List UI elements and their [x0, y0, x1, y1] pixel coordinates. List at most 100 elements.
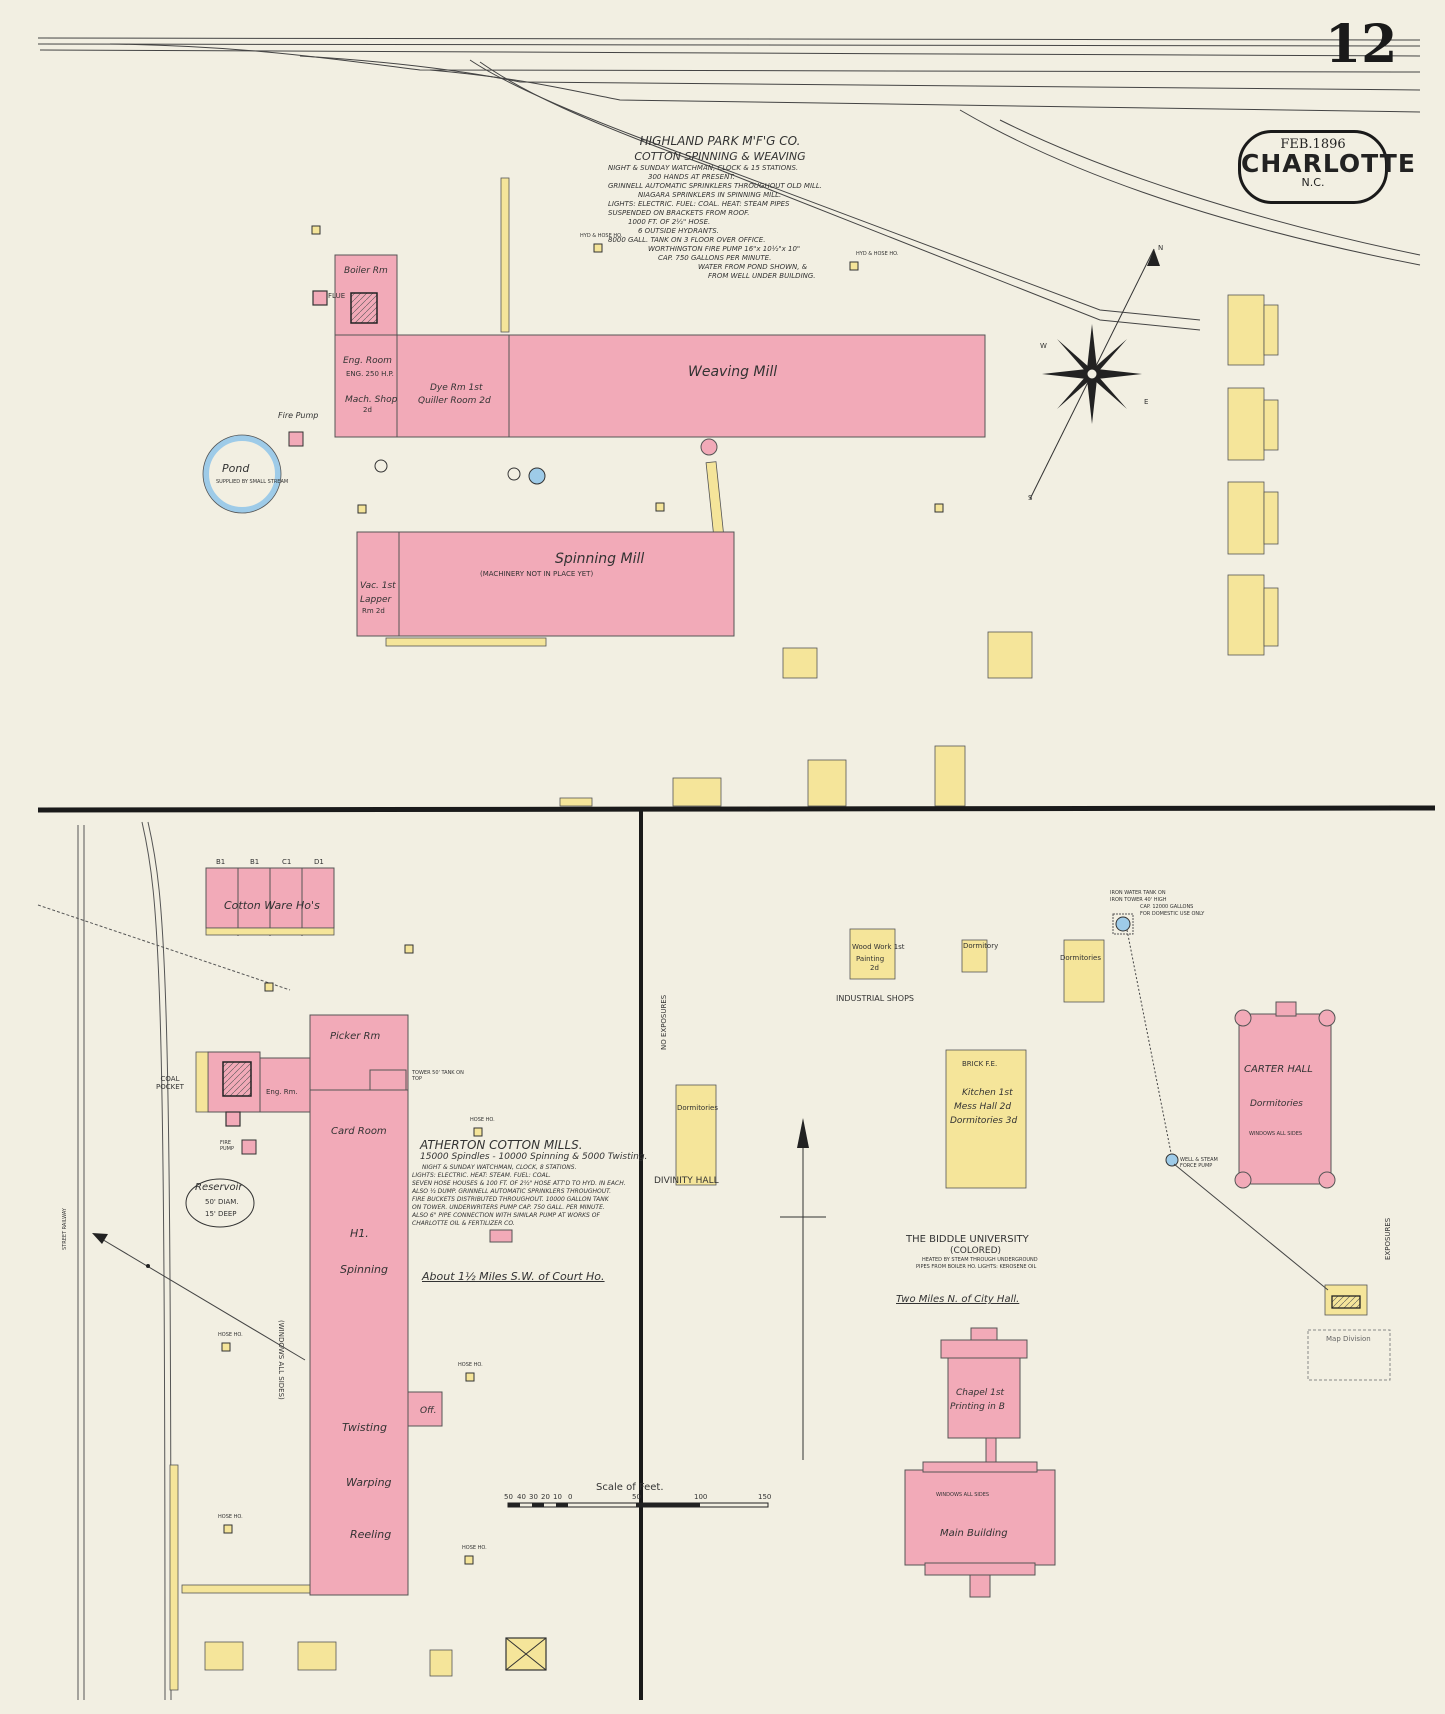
weaving-mill-label: Weaving Mill	[688, 364, 778, 380]
boiler-room-label: Boiler Rm	[344, 266, 388, 276]
hose-house	[849, 261, 859, 271]
flue-label: FLUE	[328, 292, 346, 300]
dye-house	[396, 334, 510, 438]
reservoir-diameter: 50' DIAM.	[205, 1198, 239, 1206]
hose-house-label: HYD & HOSE HO.	[856, 251, 899, 257]
coal-pocket-label: COAL POCKET	[156, 1075, 184, 1091]
direction-arrow	[92, 1233, 306, 1361]
fire-pump-house	[288, 431, 304, 447]
chapel	[940, 1327, 1028, 1471]
yellow-strip	[169, 1464, 179, 1691]
cotton-warehouse-label: Cotton Ware Ho's	[224, 899, 320, 912]
scale-tick-0: 0	[568, 1493, 573, 1501]
lapper-label-2: Lapper	[360, 595, 392, 605]
section-divider	[37, 805, 1436, 813]
scale-tick-100: 100	[694, 1493, 708, 1501]
dormitories-3d-label: Dormitories 3d	[950, 1116, 1018, 1126]
no-exposures-label: NO EXPOSURES	[660, 994, 668, 1050]
hose-house	[655, 502, 665, 512]
biddle-heating-1: HEATED BY STEAM THROUGH UNDERGROUND	[922, 1257, 1038, 1263]
reservoir-depth: 15' DEEP	[205, 1210, 237, 1218]
scale-tick-150: 150	[758, 1493, 772, 1501]
highland-title: HIGHLAND PARK M'F'G CO.	[639, 134, 801, 148]
cotton-warehouses	[205, 867, 335, 936]
hose-house	[311, 225, 321, 235]
fire-pump-house	[241, 1139, 257, 1155]
main-building-label: Main Building	[940, 1528, 1008, 1539]
flue-stack	[312, 290, 328, 306]
spinning-mill-label: Spinning Mill	[555, 551, 645, 567]
office-label: Off.	[420, 1406, 437, 1416]
boiler	[222, 1061, 252, 1097]
city-name: CHARLOTTE	[1241, 149, 1416, 178]
picker-room-label: Picker Rm	[330, 1031, 381, 1042]
well-pump-label: WELL & STEAM FORCE PUMP	[1180, 1157, 1218, 1169]
sheet-number: 12	[1325, 14, 1398, 75]
brick-fe-label: BRICK F.E.	[962, 1060, 998, 1068]
carter-dormitories: Dormitories	[1250, 1099, 1303, 1109]
carter-hall-label: CARTER HALL	[1244, 1064, 1313, 1075]
machine-shop-label: Mach. Shop	[345, 395, 398, 405]
scale-tick-20: 20	[541, 1493, 550, 1501]
printing-label: Printing in B	[950, 1402, 1005, 1412]
water-tank-note-2: IRON TOWER 40' HIGH	[1110, 897, 1167, 903]
machine-shop-floor: 2d	[363, 406, 372, 414]
spinning-mill-note: (MACHINERY NOT IN PLACE YET)	[480, 570, 594, 578]
hose-house	[934, 503, 944, 513]
biddle-location: Two Miles N. of City Hall.	[896, 1294, 1020, 1305]
small-dwellings	[559, 631, 1033, 807]
ice-house	[505, 1637, 547, 1671]
atherton-location: About 1½ Miles S.W. of Court Ho.	[422, 1270, 605, 1283]
pond-outline	[202, 434, 282, 514]
street-railway-label: STREET RAILWAY	[62, 1208, 68, 1250]
highland-notes: NIGHT & SUNDAY WATCHMAN, CLOCK & 15 STAT…	[608, 164, 823, 280]
windows-all-sides: (WINDOWS ALL SIDES)	[277, 1320, 285, 1400]
painting-label: Painting	[856, 955, 885, 963]
exposures-label: EXPOSURES	[1384, 1217, 1392, 1260]
atherton-railroad	[37, 821, 291, 1701]
dust-tower-label: TOWER 50' TANK ON TOP	[412, 1070, 464, 1082]
compass-w: W	[1040, 342, 1047, 350]
atherton-main-mill	[309, 1089, 409, 1596]
engine-hp-label: ENG. 250 H.P.	[346, 370, 394, 378]
yellow-strip	[500, 177, 510, 333]
compass-s: S	[1028, 494, 1033, 502]
mess-hall-label: Mess Hall 2d	[954, 1102, 1012, 1112]
hose-ho-label: HOSE HO.	[470, 1117, 495, 1123]
yellow-strip	[705, 461, 725, 543]
pond-label: Pond	[222, 462, 250, 475]
state-name: N.C.	[1301, 176, 1325, 189]
engine-room	[259, 1057, 311, 1113]
sheet-date: FEB.1896	[1280, 137, 1346, 152]
compass-e: E	[1144, 398, 1149, 406]
biddle-boiler	[1331, 1295, 1361, 1309]
warehouse-label-c1: C1	[282, 858, 292, 866]
stamp-text: Map Division	[1326, 1335, 1371, 1343]
kitchen-label: Kitchen 1st	[962, 1088, 1013, 1098]
scale-tick-50l: 50	[504, 1493, 513, 1501]
atherton-spindles: 15000 Spindles - 10000 Spinning & 5000 T…	[420, 1152, 648, 1162]
hose-house	[593, 243, 603, 253]
biddle-colored: (COLORED)	[950, 1246, 1002, 1256]
hose-house	[357, 504, 367, 514]
pond-note: SUPPLIED BY SMALL STREAM	[216, 479, 289, 485]
engine-room-label: Eng. Room	[343, 356, 392, 366]
divinity-hall-label: DIVINITY HALL	[654, 1176, 719, 1186]
flue-stack	[225, 1111, 241, 1127]
well	[528, 467, 546, 485]
card-room-label: Card Room	[331, 1126, 387, 1137]
dwelling-row	[1227, 294, 1279, 656]
lapper-room	[356, 531, 400, 637]
hose-ho-label: HOSE HO.	[218, 1332, 243, 1338]
hose-house-label: HYD & HOSE HO.	[580, 233, 623, 239]
yellow-strip	[181, 1584, 313, 1594]
reservoir	[185, 1178, 255, 1228]
divinity-dormitories: Dormitories	[677, 1104, 718, 1112]
well-pump	[1165, 1153, 1179, 1167]
reservoir-label: Reservoir	[195, 1182, 243, 1193]
quiller-room-label: Quiller Room 2d	[418, 396, 491, 406]
carter-windows: WINDOWS ALL SIDES	[1249, 1131, 1303, 1137]
scale-tick-40: 40	[517, 1493, 526, 1501]
water-tank-note-4: FOR DOMESTIC USE ONLY	[1140, 911, 1205, 917]
engine-room	[334, 334, 398, 438]
